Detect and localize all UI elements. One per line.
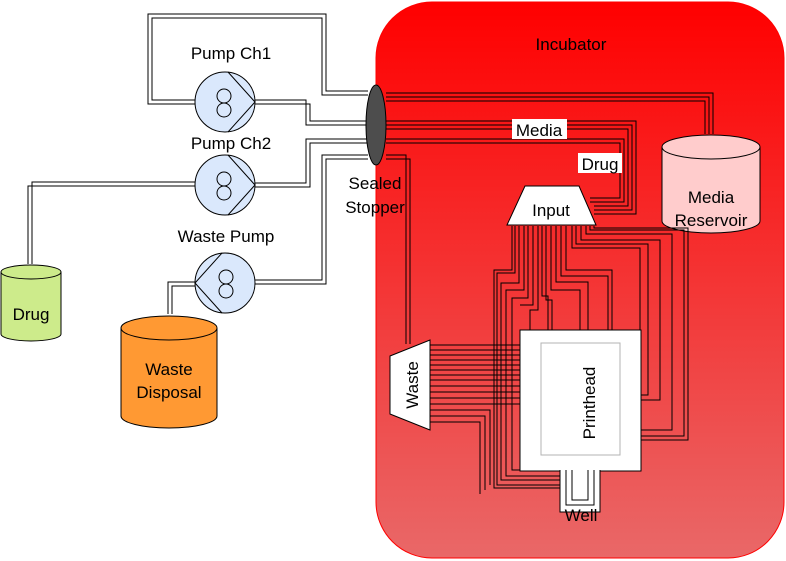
waste-pump-label: Waste Pump: [178, 227, 275, 246]
printhead: Printhead: [519, 329, 642, 472]
tube-waste-pump: [167, 154, 368, 314]
well-label: Well: [565, 506, 598, 525]
input-manifold: Input: [506, 185, 597, 226]
pump-ch2-label: Pump Ch2: [191, 134, 271, 153]
tubing: [27, 13, 714, 344]
tube-pump-ch1: [147, 13, 368, 126]
waste-disposal: Waste Disposal: [120, 315, 218, 429]
pump-ch2: Pump Ch2: [191, 134, 271, 216]
waste-valve-label: Waste: [403, 361, 422, 409]
drug-container: Drug: [0, 264, 62, 342]
tube-media-input: [386, 120, 637, 215]
well: Well: [559, 470, 601, 525]
waste-valve: Waste: [389, 339, 431, 431]
waste-disposal-label-2: Disposal: [136, 383, 201, 402]
media-line-label: Media: [516, 121, 563, 140]
sealed-stopper-label-1: Sealed: [349, 174, 402, 193]
pump-ch1: Pump Ch1: [191, 44, 271, 133]
sealed-stopper: [365, 84, 387, 166]
tubing-input-to-printhead: [493, 226, 689, 489]
tube-pump-ch2: [27, 138, 368, 264]
printhead-label: Printhead: [580, 367, 599, 440]
incubator-label: Incubator: [536, 35, 607, 54]
waste-pump: Waste Pump: [178, 227, 275, 314]
tube-waste-valve: [386, 154, 411, 344]
pump-ch1-label: Pump Ch1: [191, 44, 271, 63]
sealed-stopper-label-2: Stopper: [345, 198, 405, 217]
waste-disposal-label-1: Waste: [145, 360, 193, 379]
media-reservoir: Media Reservoir: [661, 134, 761, 234]
drug-line-label: Drug: [582, 155, 619, 174]
media-reservoir-label-1: Media: [688, 188, 735, 207]
media-reservoir-label-2: Reservoir: [675, 211, 748, 230]
drug-container-label: Drug: [13, 305, 50, 324]
input-label: Input: [532, 201, 570, 220]
tube-media-reservoir: [386, 92, 714, 134]
